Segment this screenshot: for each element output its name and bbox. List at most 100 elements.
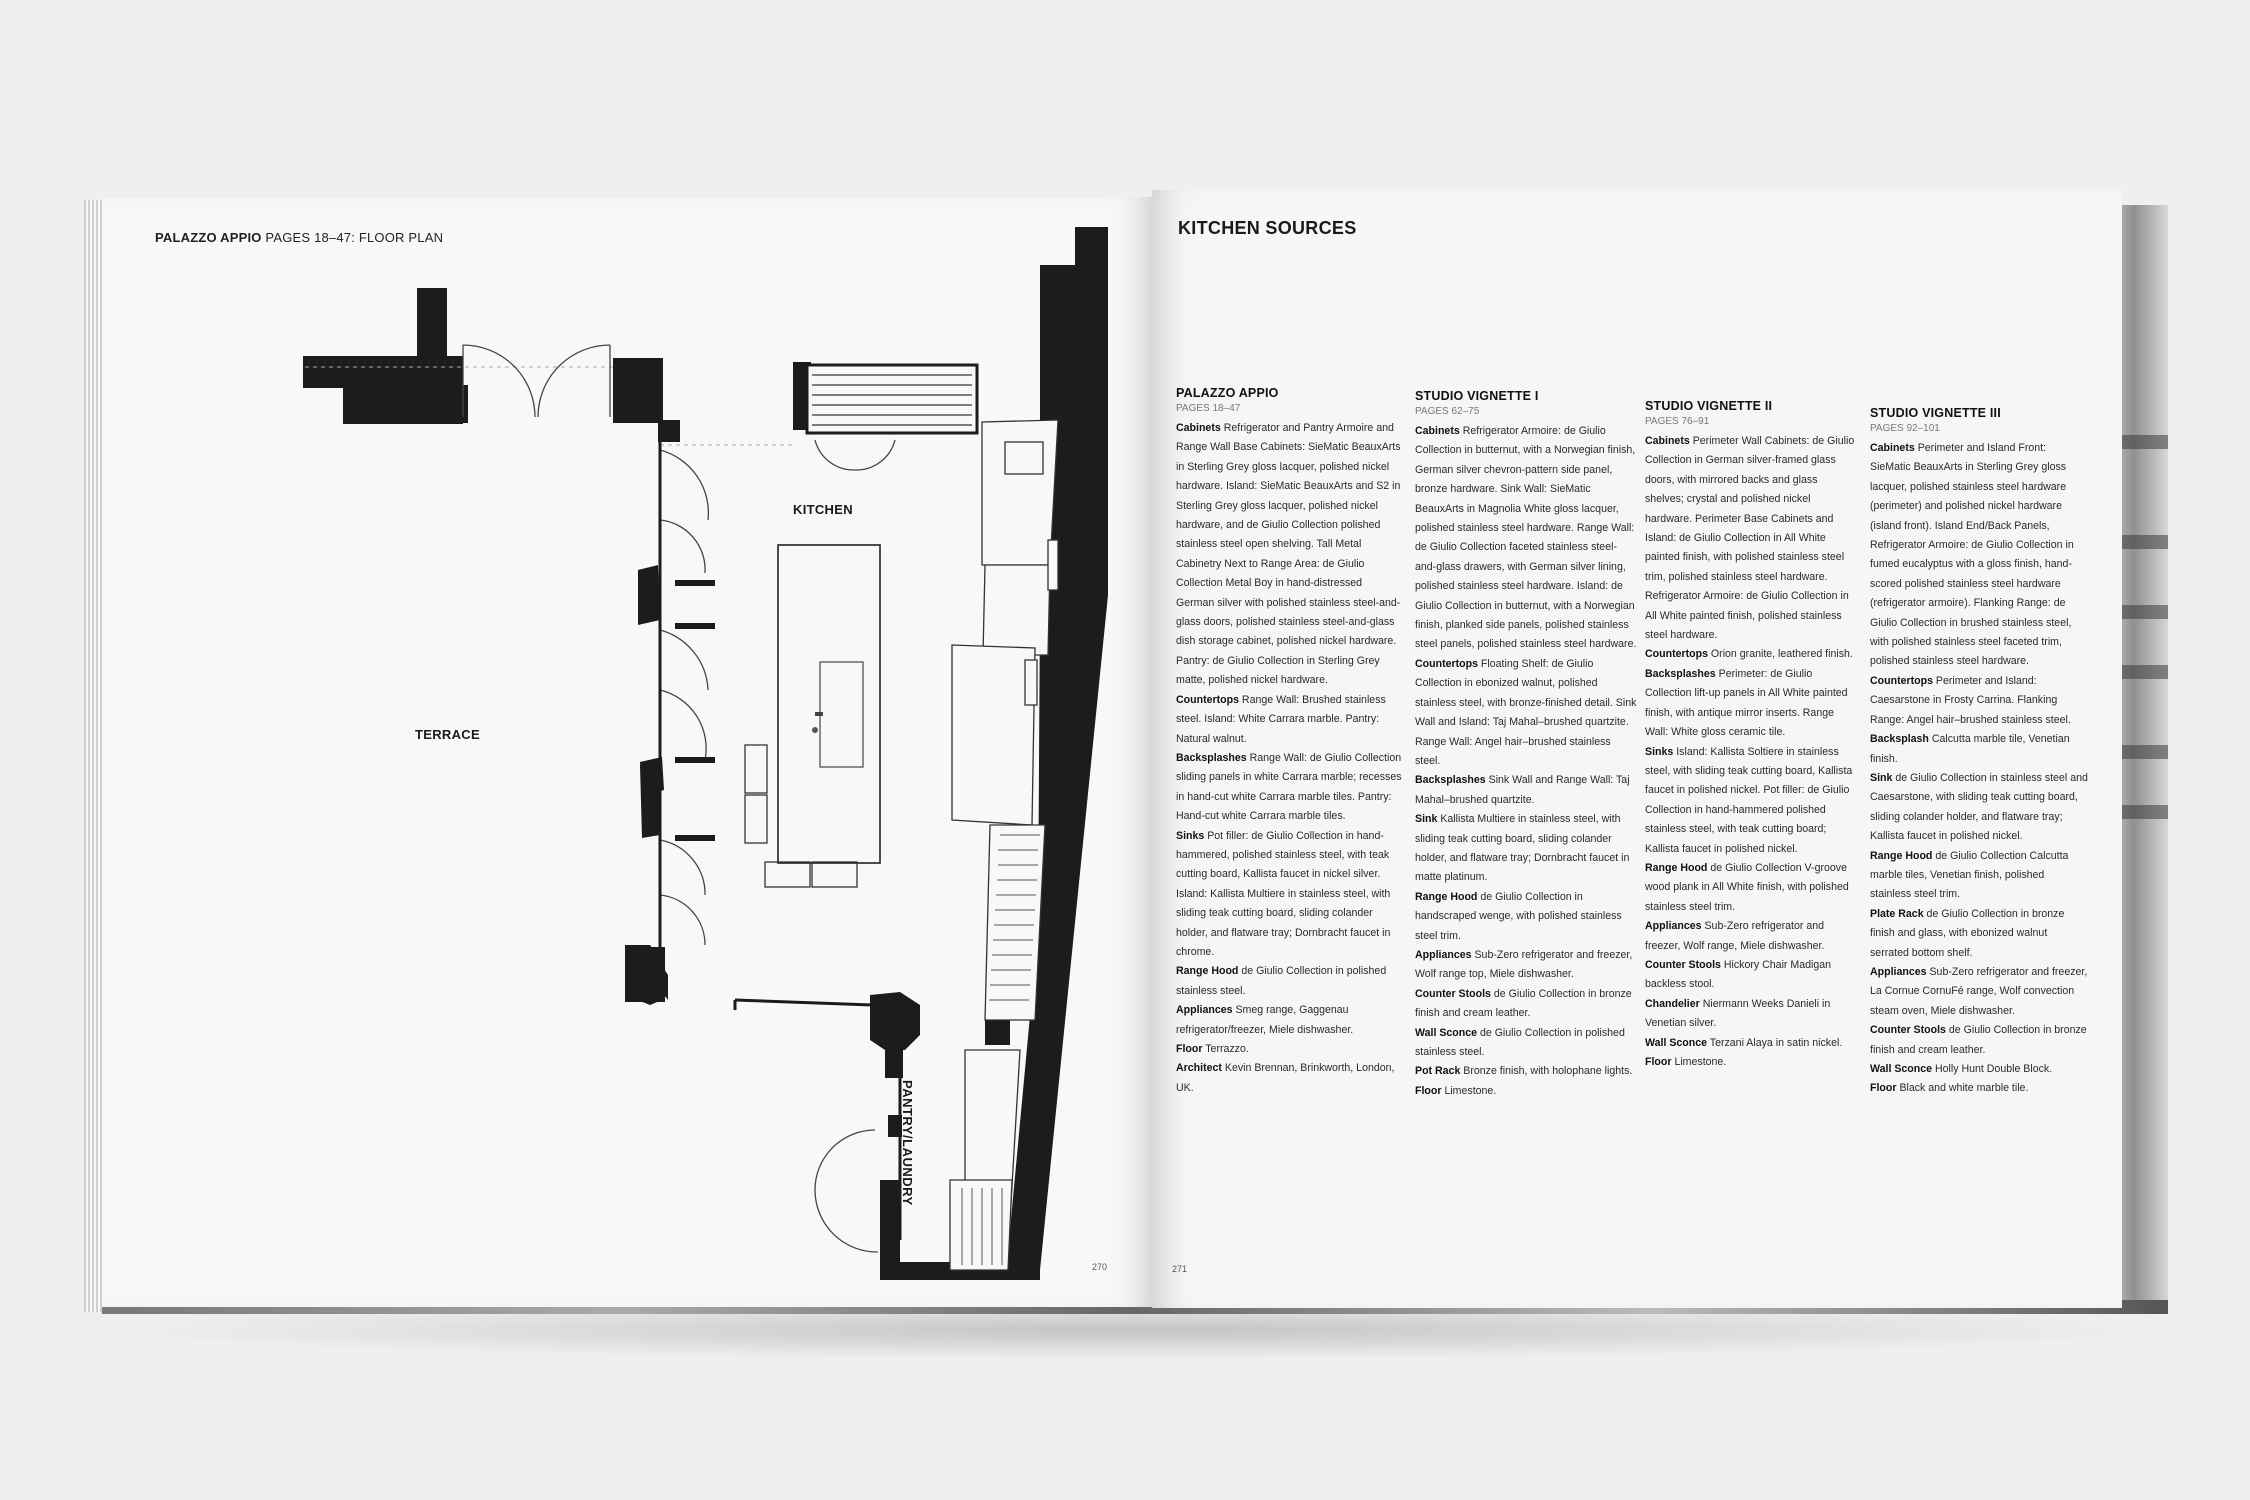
entry-text: Orion granite, leathered finish. [1710,648,1853,661]
entry-text: Range Wall: de Giulio Collection sliding… [1176,751,1402,823]
entry-key: Floor [1415,1084,1442,1097]
source-entry: Range Hood de Giulio Collection Calcutta… [1870,847,2088,905]
entry-text: de Giulio Collection in bronze finish an… [1415,987,1632,1020]
entry-key: Sink [1415,813,1438,826]
kitchen-island [744,544,881,888]
source-entry: Countertops Range Wall: Brushed stainles… [1176,691,1402,749]
entry-text: de Giulio Collection Calcutta marble til… [1870,849,2069,901]
dashed-lines [305,366,795,970]
entry-key: Range Hood [1870,849,1933,862]
column-heading: STUDIO VIGNETTE I [1415,389,1539,403]
perimeter-counters [949,419,1059,1271]
source-entry: Appliances Smeg range, Gaggenau refriger… [1176,1001,1402,1040]
entry-text: Sub-Zero refrigerator and freezer, La Co… [1870,965,2088,1017]
source-entry: Appliances Sub-Zero refrigerator and fre… [1645,917,1855,956]
source-entry: Chandelier Niermann Weeks Danieli in Ven… [1645,995,1855,1034]
label-kitchen: KITCHEN [793,502,853,517]
entry-key: Sink [1870,771,1893,784]
entry-text: Terrazzo. [1205,1043,1249,1055]
source-entry: Sinks Island: Kallista Soltiere in stain… [1645,743,1855,859]
entry-key: Sinks [1645,745,1674,758]
entry-key: Appliances [1415,948,1472,961]
source-entry: Countertops Perimeter and Island: Caesar… [1870,672,2088,730]
source-entry: Cabinets Perimeter Wall Cabinets: de Giu… [1645,432,1855,645]
entry-key: Appliances [1176,1004,1233,1017]
source-entry: Appliances Sub-Zero refrigerator and fre… [1870,963,2088,1021]
entry-key: Cabinets [1645,435,1690,447]
entry-text: Sub-Zero refrigerator and freezer, Wolf … [1415,948,1633,981]
column-heading: STUDIO VIGNETTE III [1870,406,2001,420]
entry-text: Refrigerator Armoire: de Giulio Collecti… [1415,425,1637,651]
door-frames [675,580,715,841]
entry-key: Range Hood [1415,890,1478,903]
entry-text: Refrigerator and Pantry Armoire and Rang… [1176,422,1401,687]
entry-text: Limestone. [1444,1084,1497,1097]
source-entry: Backsplash Calcutta marble tile, Venetia… [1870,730,2088,769]
entry-key: Backsplash [1870,733,1929,746]
source-entry: Range Hood de Giulio Collection in hands… [1415,888,1637,946]
source-entry: Appliances Sub-Zero refrigerator and fre… [1415,946,1637,985]
entry-text: Perimeter and Island Front: SieMatic Bea… [1870,442,2074,668]
entry-text: Black and white marble tile. [1899,1082,2029,1095]
entry-key: Backsplashes [1176,751,1247,764]
entry-text: Limestone. [1674,1056,1727,1068]
entry-text: Niermann Weeks Danieli in Venetian silve… [1645,997,1831,1030]
source-entry: Cabinets Refrigerator Armoire: de Giulio… [1415,422,1637,655]
source-entry: Floor Black and white marble tile. [1870,1079,2088,1098]
entry-text: de Giulio Collection in handscraped weng… [1415,890,1622,942]
entry-text: de Giulio Collection in bronze finish an… [1870,1024,2087,1056]
entry-key: Wall Sconce [1415,1026,1478,1039]
entry-text: Sub-Zero refrigerator and freezer, Wolf … [1645,920,1825,952]
source-entry: Backsplashes Sink Wall and Range Wall: T… [1415,771,1637,810]
entry-text: de Giulio Collection in bronze finish an… [1870,907,2065,959]
column-heading: STUDIO VIGNETTE II [1645,399,1773,413]
source-entry: Countertops Floating Shelf: de Giulio Co… [1415,655,1637,771]
source-entry: Backsplashes Range Wall: de Giulio Colle… [1176,749,1402,827]
entry-text: de Giulio Collection V-groove wood plank… [1645,861,1849,913]
source-entry: Wall Sconce Terzani Alaya in satin nicke… [1645,1034,1855,1053]
entry-key: Counter Stools [1415,987,1491,1000]
entry-key: Chandelier [1645,997,1700,1010]
running-header: PALAZZO APPIO PAGES 18–47: FLOOR PLAN [155,230,443,245]
entry-text: Smeg range, Gaggenau refrigerator/freeze… [1176,1004,1354,1036]
entry-key: Counter Stools [1645,958,1721,971]
entry-text: Hickory Chair Madigan backless stool. [1645,958,1832,991]
source-entry: Counter Stools Hickory Chair Madigan bac… [1645,956,1855,995]
entry-text: Kallista Multiere in stainless steel, wi… [1415,813,1630,884]
entry-text: Perimeter Wall Cabinets: de Giulio Colle… [1645,435,1855,642]
source-entry: Floor Limestone. [1415,1082,1637,1101]
label-pantry-laundry: PANTRY/LAUNDRY [900,1080,915,1206]
entry-text: Kevin Brennan, Brinkworth, London, UK. [1176,1062,1395,1094]
entry-key: Countertops [1645,648,1708,661]
folio-left: 270 [1092,1262,1108,1272]
entry-text: de Giulio Collection in polished stainle… [1415,1026,1625,1058]
source-entry: Wall Sconce de Giulio Collection in poli… [1415,1024,1637,1063]
entry-key: Architect [1176,1062,1222,1075]
header-pages: PAGES 18–47: FLOOR PLAN [265,230,444,245]
entry-key: Range Hood [1645,861,1708,874]
entry-text: Range Wall: Brushed stainless steel. Isl… [1176,693,1386,745]
entry-key: Backsplashes [1645,667,1716,680]
entry-text: Bronze finish, with holophane lights. [1463,1065,1633,1078]
entry-text: Perimeter: de Giulio Collection lift-up … [1645,667,1848,739]
source-entry: Floor Terrazzo. [1176,1040,1402,1059]
entry-text: Sink Wall and Range Wall: Taj Mahal–brus… [1415,774,1630,806]
entry-text: Calcutta marble tile, Venetian finish. [1870,733,2070,765]
source-entry: Counter Stools de Giulio Collection in b… [1415,985,1637,1024]
entry-text: Terzani Alaya in satin nickel. [1709,1036,1843,1049]
column-pages: PAGES 18–47 [1176,403,1241,414]
top-counter-hatch [805,363,979,435]
source-entry: Sink Kallista Multiere in stainless stee… [1415,810,1637,888]
entry-key: Floor [1870,1082,1897,1095]
right-page [1152,190,2122,1308]
entry-key: Cabinets [1870,442,1915,454]
entry-key: Cabinets [1415,425,1460,437]
source-entry: Sinks Pot filler: de Giulio Collection i… [1176,827,1402,963]
entry-key: Wall Sconce [1645,1036,1708,1049]
column-pages: PAGES 62–75 [1415,406,1480,417]
entry-key: Countertops [1870,674,1933,687]
source-entry: Sink de Giulio Collection in stainless s… [1870,769,2088,847]
